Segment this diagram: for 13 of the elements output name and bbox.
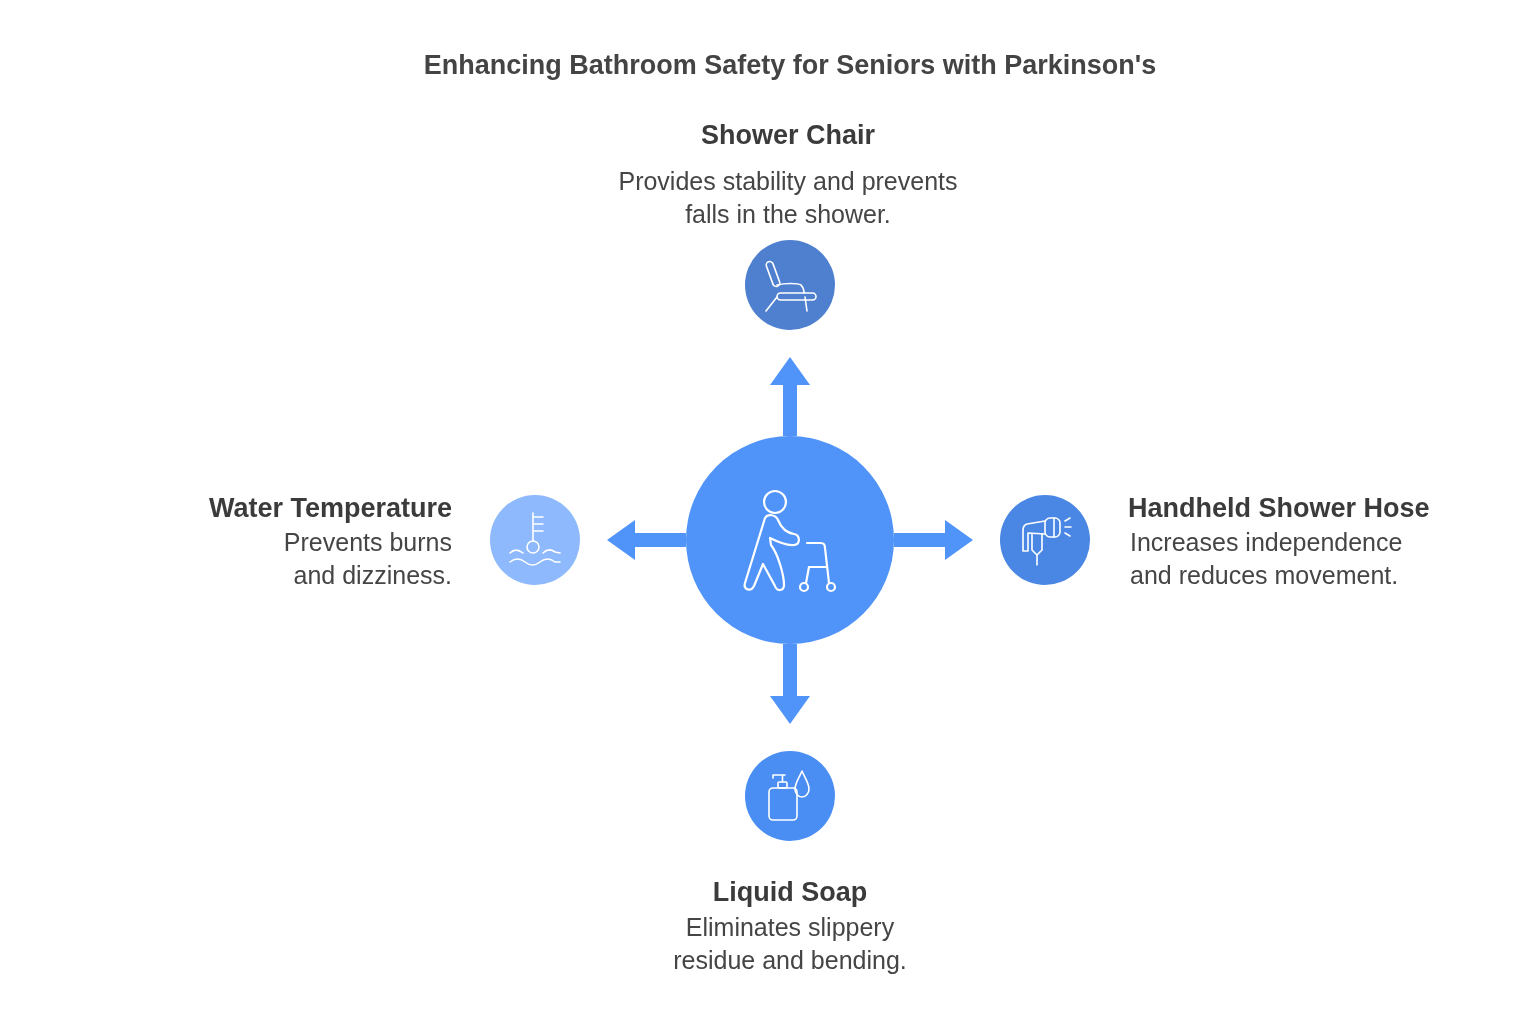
item-title: Handheld Shower Hose [1128,492,1430,525]
item-title: Shower Chair [701,119,875,152]
item-description: Eliminates slippery residue and bending. [672,912,908,976]
item-title: Water Temperature [208,492,452,525]
item-description: Provides stability and prevents falls in the shower. [617,166,959,230]
arrow [894,520,973,560]
item-title: Liquid Soap [712,876,868,909]
item-description: Prevents burns and dizziness. [282,527,452,591]
arrow [770,644,810,724]
item-description: Increases independence and reduces movement. [1130,527,1404,591]
arrow [607,520,686,560]
diagram-title: Enhancing Bathroom Safety for Seniors with Parkinson's [423,49,1157,81]
arrow [770,357,810,436]
